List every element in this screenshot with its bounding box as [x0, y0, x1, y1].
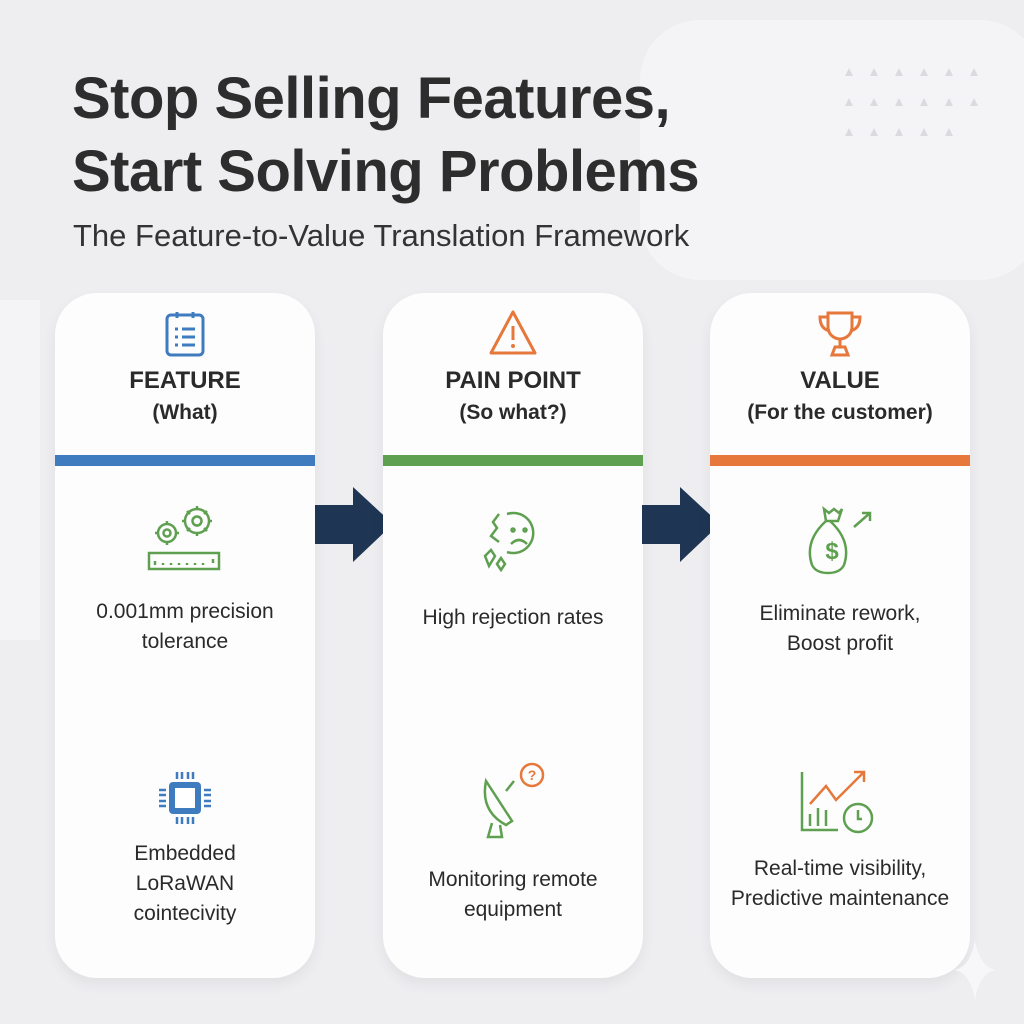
- gears-ruler-icon: [147, 506, 221, 571]
- page-title: Stop Selling Features, Start Solving Prob…: [72, 62, 700, 208]
- warning-icon: [489, 310, 537, 355]
- value-text: Predictive maintenance: [730, 887, 950, 910]
- feature-text: LoRaWAN: [135, 872, 235, 895]
- decorative-triangles: [845, 68, 978, 136]
- column-heading: PAIN POINT: [445, 367, 581, 394]
- value-text: Boost profit: [786, 632, 894, 655]
- column-subheading: (So what?): [459, 401, 567, 424]
- background-shape: [0, 300, 40, 640]
- chart-clock-icon: [800, 770, 874, 834]
- title-line-1: Stop Selling Features,: [72, 66, 671, 131]
- column-subheading: (For the customer): [747, 401, 933, 424]
- pain-point-text: equipment: [463, 898, 563, 921]
- column-heading: FEATURE: [129, 367, 241, 394]
- feature-text: 0.001mm precision: [96, 600, 274, 623]
- column-subheading: (What): [152, 401, 218, 424]
- arrow-right-icon: [315, 487, 393, 562]
- trophy-icon: [818, 311, 862, 357]
- satellite-dish-question-icon: ?: [483, 762, 545, 839]
- broken-sad-face-icon: [483, 511, 535, 573]
- value-card: VALUE (For the customer) $ Eliminate rewo…: [710, 293, 970, 978]
- svg-text:$: $: [825, 538, 839, 565]
- feature-text: tolerance: [141, 630, 229, 653]
- column-color-bar: [383, 455, 643, 466]
- column-heading: VALUE: [800, 367, 880, 394]
- chip-icon: [159, 772, 211, 824]
- feature-text: cointecivity: [133, 902, 237, 925]
- pain-point-text: High rejection rates: [422, 606, 604, 629]
- clipboard-list-icon: [165, 312, 205, 357]
- title-line-2: Start Solving Problems: [72, 139, 700, 204]
- value-text: Eliminate rework,: [759, 602, 921, 625]
- pain-point-text: Monitoring remote: [428, 868, 598, 891]
- column-color-bar: [55, 455, 315, 466]
- pain-point-card: PAIN POINT (So what?) High rejection rate…: [383, 293, 643, 978]
- arrow-right-icon: [642, 487, 720, 562]
- sparkle-icon: [955, 940, 995, 1000]
- money-bag-icon: $: [808, 505, 872, 575]
- svg-text:?: ?: [528, 767, 537, 783]
- value-text: Real-time visibility,: [753, 857, 927, 880]
- subtitle: The Feature-to-Value Translation Framewo…: [73, 218, 690, 253]
- feature-text: Embedded: [134, 842, 236, 865]
- feature-card: FEATURE (What) 0.001mm precision tolerance…: [55, 293, 315, 978]
- column-color-bar: [710, 455, 970, 466]
- background-shape: [640, 20, 1024, 280]
